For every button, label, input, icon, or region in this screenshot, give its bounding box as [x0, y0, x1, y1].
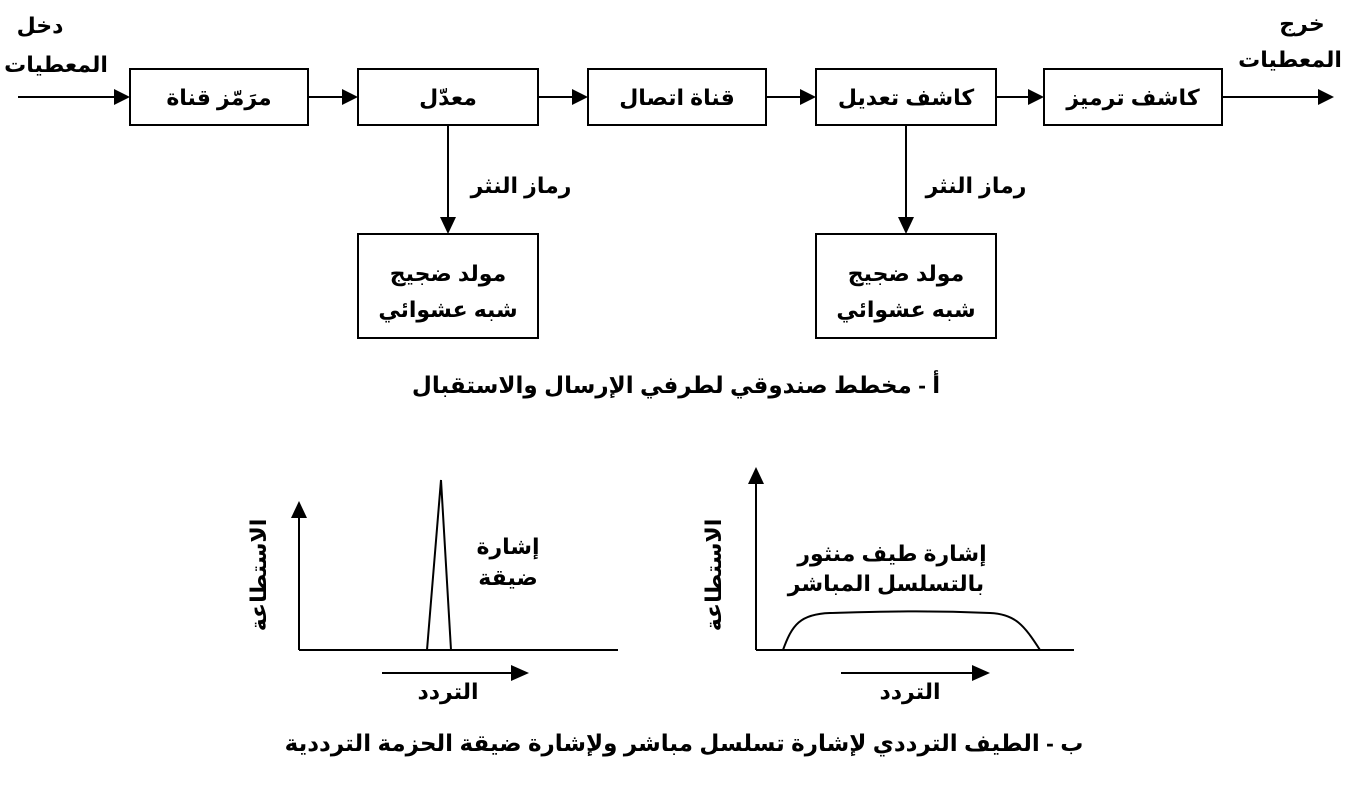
data-output-label-line1: خرج — [1279, 11, 1324, 37]
tx-pn-generator-label-line1: مولد ضجيج — [390, 261, 506, 287]
left-power-axis-label: الاستطاعة — [246, 519, 271, 632]
rx-spreading-code-label: رماز النثر — [925, 173, 1027, 199]
narrowband-signal-label-line1: إشارة — [476, 534, 539, 560]
tx-spreading-code-label: رماز النثر — [470, 173, 572, 199]
rx-pn-generator-block — [815, 233, 997, 339]
block-diagram: دخل المعطيات خرج المعطيات مرَمّز قناة مع… — [4, 11, 1342, 399]
channel-decoder-block — [1043, 68, 1223, 126]
spectrum-plots: الاستطاعة التردد إشارة ضيقة الاستطاعة ال… — [246, 467, 1083, 757]
channel-decoder-label: كاشف ترميز — [1065, 85, 1199, 111]
arrowhead — [972, 665, 990, 681]
modulator-block — [357, 68, 539, 126]
rx-pn-generator-label-line2: شبه عشوائي — [836, 297, 975, 323]
data-output-label-line2: المعطيات — [1238, 47, 1342, 72]
arrowhead — [748, 467, 764, 484]
communication-channel-block — [587, 68, 767, 126]
data-input-label-line2: المعطيات — [4, 52, 108, 77]
demodulator-label: كاشف تعديل — [838, 85, 974, 110]
spread-signal-label-line2: بالتسلسل المباشر — [787, 571, 984, 597]
right-frequency-axis-label: التردد — [879, 679, 940, 705]
arrowhead — [898, 217, 914, 234]
rx-pn-generator-label-line1: مولد ضجيج — [848, 261, 964, 287]
block-diagram-caption: أ - مخطط صندوقي لطرفي الإرسال والاستقبال — [412, 369, 940, 399]
tx-pn-generator-label-line2: شبه عشوائي — [378, 297, 517, 323]
arrowhead — [440, 217, 456, 234]
spread-signal-label-line1: إشارة طيف منثور — [796, 541, 986, 567]
arrowhead — [1028, 89, 1044, 105]
left-frequency-axis-label: التردد — [417, 679, 478, 705]
modulator-label: معدّل — [419, 85, 477, 110]
spread-spectrum-signal-trace — [782, 610, 1041, 651]
arrowhead — [1318, 89, 1334, 105]
arrowhead — [511, 665, 529, 681]
data-input-label-line1: دخل — [17, 13, 64, 38]
spectrum-caption: ب - الطيف الترددي لإشارة تسلسل مباشر ولإ… — [285, 730, 1084, 757]
arrowhead — [342, 89, 358, 105]
demodulator-block — [815, 68, 997, 126]
communication-channel-label: قناة اتصال — [619, 85, 735, 110]
arrowhead — [800, 89, 816, 105]
spread-spectrum-plot: الاستطاعة التردد إشارة طيف منثور بالتسلس… — [701, 467, 1074, 705]
narrowband-spectrum-plot: الاستطاعة التردد إشارة ضيقة — [246, 479, 618, 705]
arrowhead — [291, 501, 307, 518]
tx-pn-generator-block — [357, 233, 539, 339]
arrowhead — [114, 89, 130, 105]
narrowband-signal-trace — [426, 479, 452, 651]
arrowhead — [572, 89, 588, 105]
narrowband-signal-label-line2: ضيقة — [478, 565, 537, 590]
right-power-axis-label: الاستطاعة — [701, 519, 726, 632]
channel-encoder-label: مرَمّز قناة — [166, 85, 271, 111]
